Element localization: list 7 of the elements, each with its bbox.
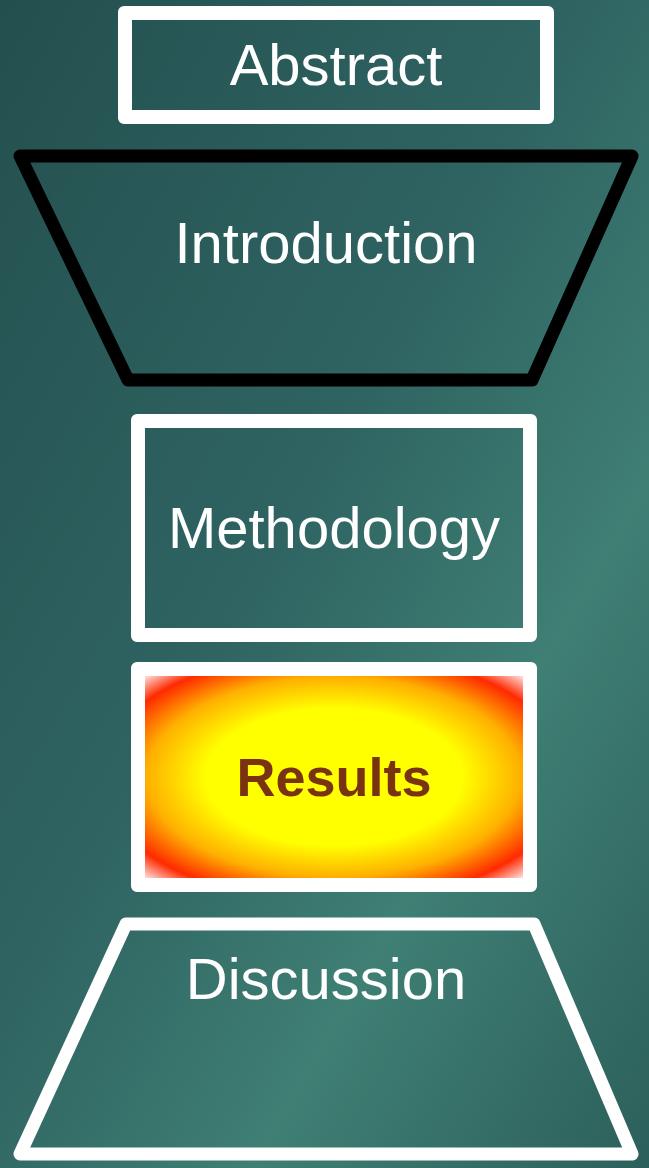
section-title: Abstract: [229, 36, 443, 94]
section-title: Introduction: [174, 214, 478, 272]
highlighted-section-box: [131, 662, 537, 892]
section-box: [118, 6, 554, 124]
section-title: Results: [236, 750, 432, 804]
section-title: Discussion: [185, 950, 467, 1008]
section-box: [131, 414, 537, 642]
